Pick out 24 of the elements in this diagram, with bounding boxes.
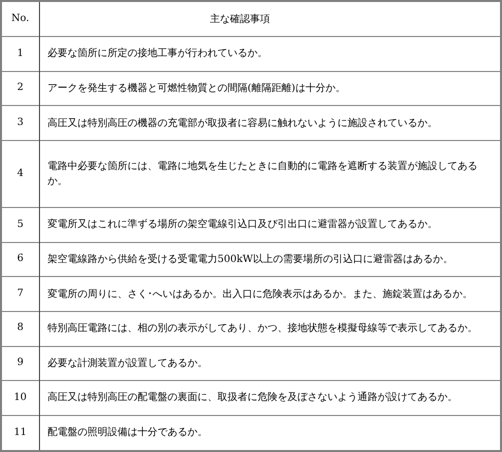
item-cell: 架空電線路から供給を受ける受電電力500kW以上の需要場所の引込口に避雷器はあるか。 [39,242,501,277]
number-cell: 1 [1,36,39,72]
number-cell: 7 [1,276,39,312]
item-cell: 電路中必要な箇所には、電路に地気を生じたときに自動的に電路を遮断する装置が施設してあるか。 [39,140,501,208]
number-cell: 5 [1,208,39,242]
item-cell: 配電盤の照明設備は十分であるか。 [39,415,501,451]
number-cell: 8 [1,311,39,346]
number-cell: 11 [1,415,39,451]
number-cell: 3 [1,106,39,141]
number-cell: 10 [1,380,39,416]
item-cell: 必要な箇所に所定の接地工事が行われているか。 [39,36,501,72]
item-cell: 変電所又はこれに準ずる場所の架空電線引込口及び引出口に避雷器が設置してあるか。 [39,208,501,242]
item-cell: 高圧又は特別高圧の配電盤の裏面に、取扱者に危険を及ぼさないよう通路が設けてあるか。 [39,380,501,416]
number-cell: 6 [1,242,39,277]
header-cell: 主な確認事項 [39,1,501,37]
item-cell: 高圧又は特別高圧の機器の充電部が取扱者に容易に触れないように施設されているか。 [39,106,501,141]
header-cell: No. [1,1,39,37]
item-cell: アークを発生する機器と可燃性物質との間隔(離隔距離)は十分か。 [39,71,501,106]
number-cell: 4 [1,140,39,208]
number-cell: 9 [1,346,39,381]
item-cell: 変電所の周りに、さく･へいはあるか。出入口に危険表示はあるか。また、施錠装置はあるか。 [39,276,501,312]
number-cell: 2 [1,71,39,106]
item-cell: 特別高圧電路には、相の別の表示がしてあり、かつ、接地状態を模擬母線等で表示してあるか。 [39,311,501,346]
item-cell: 必要な計測装置が設置してあるか。 [39,346,501,381]
